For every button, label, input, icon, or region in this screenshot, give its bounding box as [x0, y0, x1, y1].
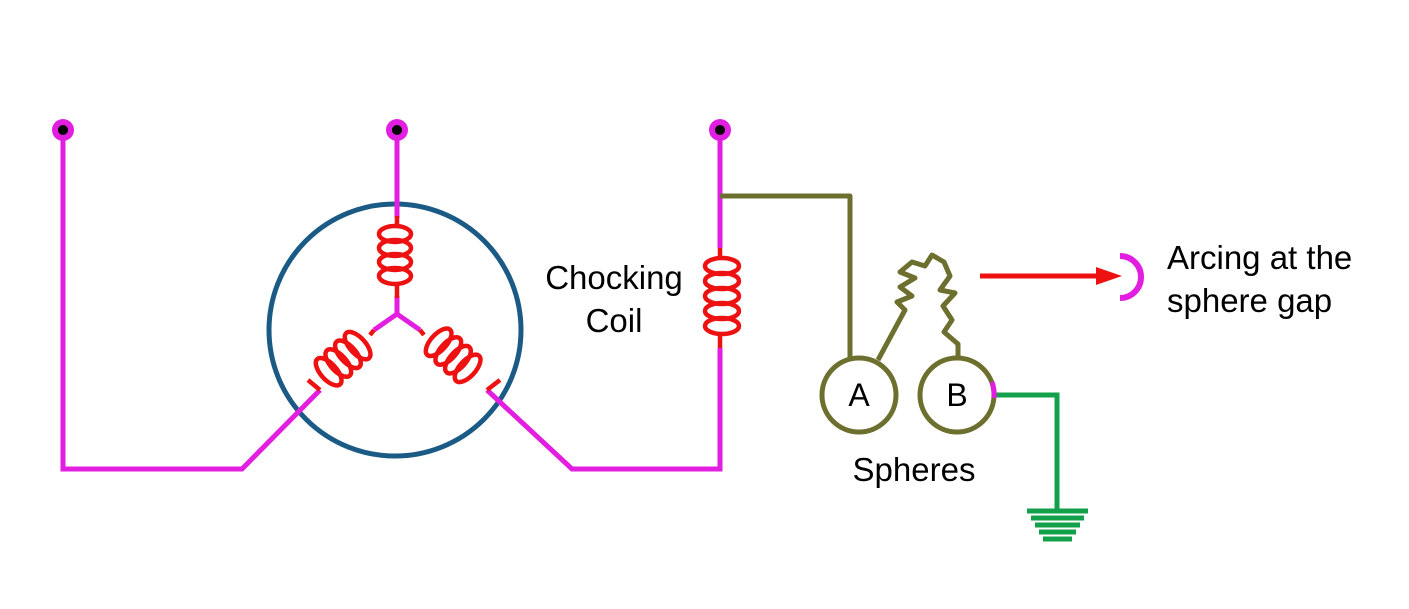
arc-arrow	[980, 253, 1144, 301]
arc-symbol	[1119, 253, 1144, 301]
choking-coil-label-line1: Chocking	[545, 259, 683, 296]
gap-wiring	[720, 193, 961, 362]
spark-path	[875, 252, 961, 362]
center-lead-left	[372, 311, 399, 333]
sphere-b: B	[917, 355, 997, 435]
sphere-b-label: B	[946, 377, 967, 413]
choking-coil-label-line2: Coil	[586, 302, 643, 339]
arrowhead	[1096, 267, 1122, 285]
left-phase-wire	[60, 133, 322, 472]
coil-top	[376, 216, 414, 298]
right-phase-wire	[485, 133, 723, 472]
terminals	[52, 119, 731, 141]
coil-right	[423, 326, 483, 385]
stator-coils	[306, 216, 502, 392]
terminal-right	[709, 119, 731, 141]
sphere-a: A	[819, 355, 899, 435]
terminal-center	[386, 119, 408, 141]
ground	[994, 392, 1088, 542]
center-lead-right	[395, 311, 422, 333]
coil-left	[313, 329, 373, 388]
sphere-b-magenta-arc	[989, 381, 997, 399]
arcing-label-line1: Arcing at the	[1167, 239, 1352, 276]
arcing-label-line2: sphere gap	[1167, 282, 1332, 319]
choking-coil	[702, 248, 742, 348]
terminal-left	[52, 119, 74, 141]
sphere-a-lead	[720, 193, 853, 358]
phase-wiring	[60, 133, 723, 472]
ground-wire	[994, 392, 1060, 510]
sphere-a-label: A	[848, 377, 870, 413]
spheres-label: Spheres	[853, 451, 976, 488]
